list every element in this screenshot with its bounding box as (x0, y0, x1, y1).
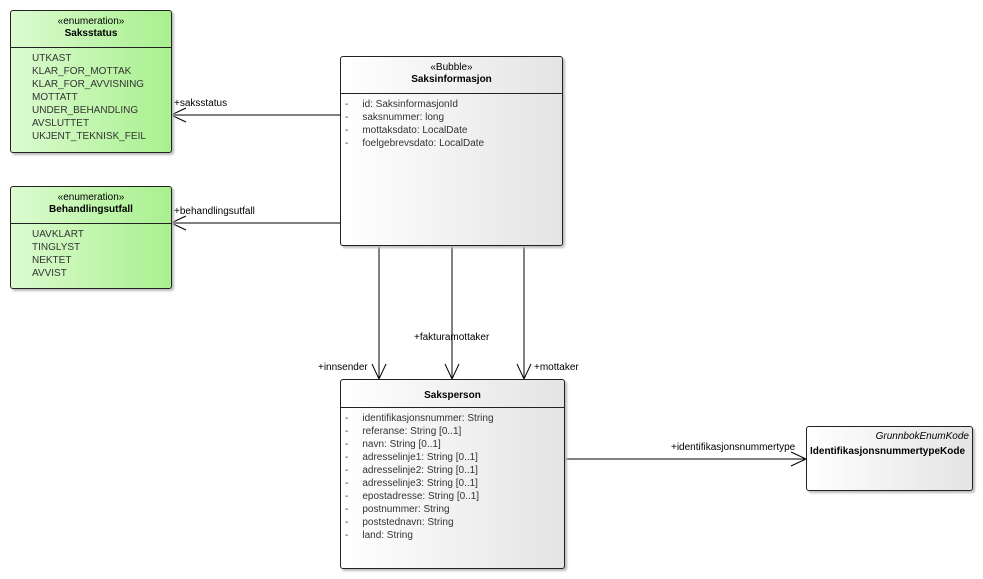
class-name: Behandlingsutfall (49, 204, 133, 215)
attribute: -adresselinje2: String [0..1] (345, 465, 478, 476)
attribute-text: postnummer: String (362, 504, 450, 515)
attribute: -epostadresse: String [0..1] (345, 491, 480, 502)
attribute: -postnummer: String (345, 504, 450, 515)
attribute: -adresselinje3: String [0..1] (345, 478, 478, 489)
stereotype: «Bubble» (430, 62, 473, 73)
enum-literal: MOTTATT (32, 92, 78, 103)
class-name: Saksinformasjon (411, 74, 492, 85)
attribute-text: saksnummer: long (362, 112, 445, 123)
enum-literal: NEKTET (32, 255, 72, 266)
attribute-text: adresselinje1: String [0..1] (362, 452, 478, 463)
attribute-text: mottaksdato: LocalDate (362, 125, 468, 136)
class-name: Saksstatus (64, 28, 118, 39)
stereotype: GrunnbokEnumKode (875, 431, 969, 442)
attribute: -land: String (345, 530, 413, 541)
attribute: -id: SaksinformasjonId (345, 99, 458, 110)
enum-literal: UTKAST (32, 53, 72, 64)
attribute-text: adresselinje2: String [0..1] (362, 465, 478, 476)
role-label: +behandlingsutfall (174, 206, 255, 217)
role-label: +identifikasjonsnummertype (671, 442, 796, 453)
class-name: Saksperson (424, 390, 481, 401)
attribute: -adresselinje1: String [0..1] (345, 452, 478, 463)
attribute-text: epostadresse: String [0..1] (362, 491, 480, 502)
role-label: +saksstatus (174, 98, 228, 109)
saksstatus-enum[interactable]: «enumeration»Saksstatus UTKAST KLAR_FOR_M… (10, 10, 172, 153)
role-label: +fakturamottaker (414, 332, 490, 343)
role-label: +innsender (318, 362, 368, 373)
saksinformasjon-class[interactable]: «Bubble»Saksinformasjon -id: Saksinforma… (340, 56, 563, 246)
attribute-text: navn: String [0..1] (362, 439, 441, 450)
attribute: -mottaksdato: LocalDate (345, 125, 468, 136)
enum-literal: UNDER_BEHANDLING (32, 105, 139, 116)
identifikasjonsnummertype-kode-class[interactable]: GrunnbokEnumKode Identifikasjonsnummerty… (806, 426, 973, 491)
enum-literal: TINGLYST (32, 242, 81, 253)
saksperson-class[interactable]: Saksperson -identifikasjonsnummer: Strin… (340, 379, 565, 569)
behandlingsutfall-enum[interactable]: «enumeration»Behandlingsutfall UAVKLART T… (10, 186, 172, 289)
enum-literal: KLAR_FOR_MOTTAK (32, 66, 132, 77)
attribute: -navn: String [0..1] (345, 439, 441, 450)
attribute: -referanse: String [0..1] (345, 426, 462, 437)
attribute: -foelgebrevsdato: LocalDate (345, 138, 485, 149)
enum-literal: UAVKLART (32, 229, 84, 240)
class-name: IdentifikasjonsnummertypeKode (810, 446, 966, 457)
attribute-text: foelgebrevsdato: LocalDate (362, 138, 485, 149)
attribute-text: id: SaksinformasjonId (362, 99, 458, 110)
stereotype: «enumeration» (57, 192, 125, 203)
attribute-text: poststednavn: String (362, 517, 454, 528)
attribute-text: adresselinje3: String [0..1] (362, 478, 478, 489)
attribute-text: referanse: String [0..1] (362, 426, 462, 437)
attribute: -saksnummer: long (345, 112, 445, 123)
attribute-text: land: String (362, 530, 413, 541)
enum-literal: KLAR_FOR_AVVISNING (32, 79, 145, 90)
attribute: -identifikasjonsnummer: String (345, 413, 494, 424)
stereotype: «enumeration» (57, 16, 125, 27)
role-label: +mottaker (534, 362, 579, 373)
enum-literal: UKJENT_TEKNISK_FEIL (32, 131, 146, 142)
enum-literal: AVVIST (32, 268, 67, 279)
enum-literal: AVSLUTTET (32, 118, 90, 129)
attribute-text: identifikasjonsnummer: String (362, 413, 494, 424)
attribute: -poststednavn: String (345, 517, 454, 528)
